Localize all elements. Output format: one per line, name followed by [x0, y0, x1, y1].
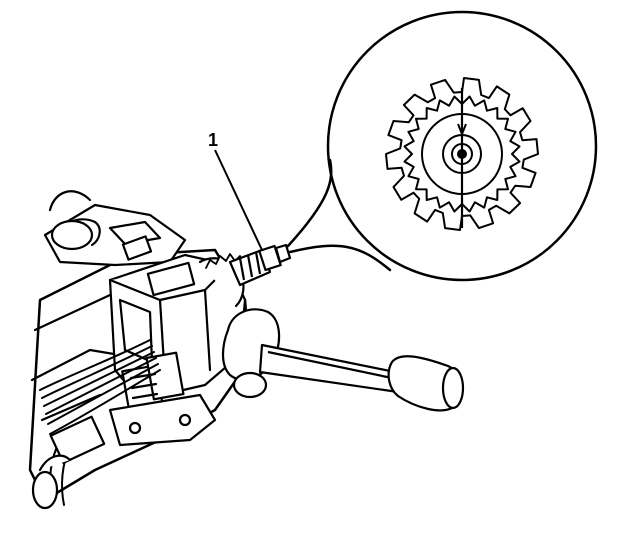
- callout-1-leader-line: [214, 149, 263, 251]
- detail-magnifier: [286, 10, 598, 282]
- sensor-probe: [228, 243, 292, 287]
- gear-index-arrow: [457, 123, 467, 135]
- callout-1: 1: [208, 130, 263, 251]
- gear-wheel-detail: [385, 77, 539, 231]
- callout-1-label: 1: [208, 130, 218, 150]
- magnifier-lead-line-upper: [286, 158, 333, 248]
- magnifier-circle: [326, 10, 598, 282]
- magnifier-lead-line-lower: [288, 244, 392, 272]
- steering-column-assembly: [28, 190, 252, 510]
- turn-signal-lever: [221, 308, 465, 412]
